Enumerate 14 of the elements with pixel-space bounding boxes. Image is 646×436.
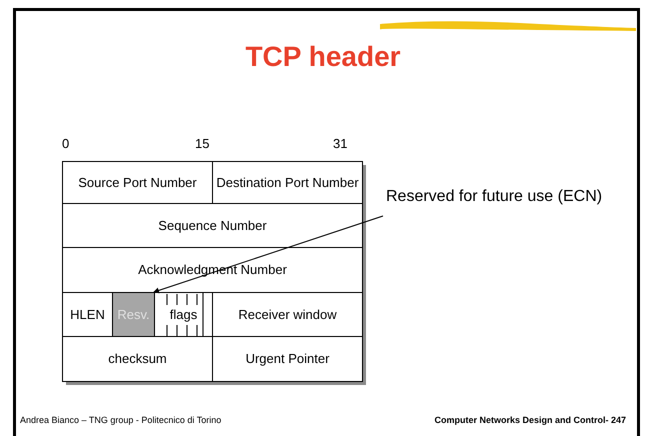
header-field: Source Port Number xyxy=(62,161,213,204)
header-field: Resv. xyxy=(112,292,155,337)
header-field: Destination Port Number xyxy=(212,161,363,204)
slide-title: TCP header xyxy=(244,40,402,74)
footer-text: Andrea Bianco – TNG group - Politecnico di Torino xyxy=(20,414,222,427)
header-field: Urgent Pointer xyxy=(212,336,363,382)
bit-position-number: 0 xyxy=(62,137,70,150)
bit-position-number: 31 xyxy=(333,137,348,150)
bit-position-number: 15 xyxy=(195,137,210,150)
leader-line xyxy=(153,216,384,294)
footer-page-number: Computer Networks Design and Control- 247 xyxy=(434,414,626,427)
header-field: checksum xyxy=(62,336,213,382)
header-field: Sequence Number xyxy=(62,203,363,248)
annotation-text: Reserved for future use (ECN) xyxy=(386,186,616,242)
